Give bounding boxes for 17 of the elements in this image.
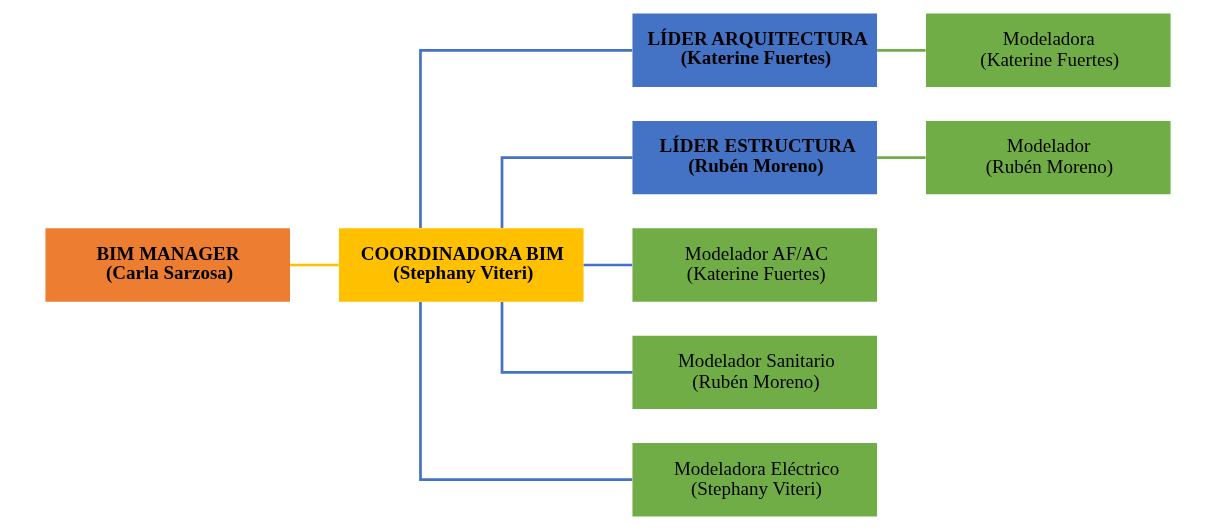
connector: [289, 263, 339, 267]
node-box: LÍDER ESTRUCTURA (Rubén Moreno): [631, 120, 877, 195]
node-box: Modelador (Rubén Moreno): [925, 120, 1171, 195]
node-box: BIM MANAGER (Carla Sarzosa): [44, 228, 290, 302]
connector: [418, 48, 632, 229]
node-box: COORDINADORA BIM (Stephany Viteri): [338, 228, 584, 302]
connector: [876, 156, 926, 159]
connector: [583, 263, 632, 267]
connector: [418, 301, 632, 482]
connector: [500, 301, 632, 374]
connector: [500, 156, 632, 229]
node-box: Modeladora (Katerine Fuertes): [925, 13, 1171, 87]
node-box: Modelador AF/AC (Katerine Fuertes): [631, 228, 877, 302]
node-box: LÍDER ARQUITECTURA (Katerine Fuertes): [631, 13, 877, 87]
node-box: Modelador Sanitario (Rubén Moreno): [631, 335, 877, 410]
connector: [876, 48, 926, 52]
node-box: Modeladora Eléctrico (Stephany Viteri): [631, 443, 877, 517]
